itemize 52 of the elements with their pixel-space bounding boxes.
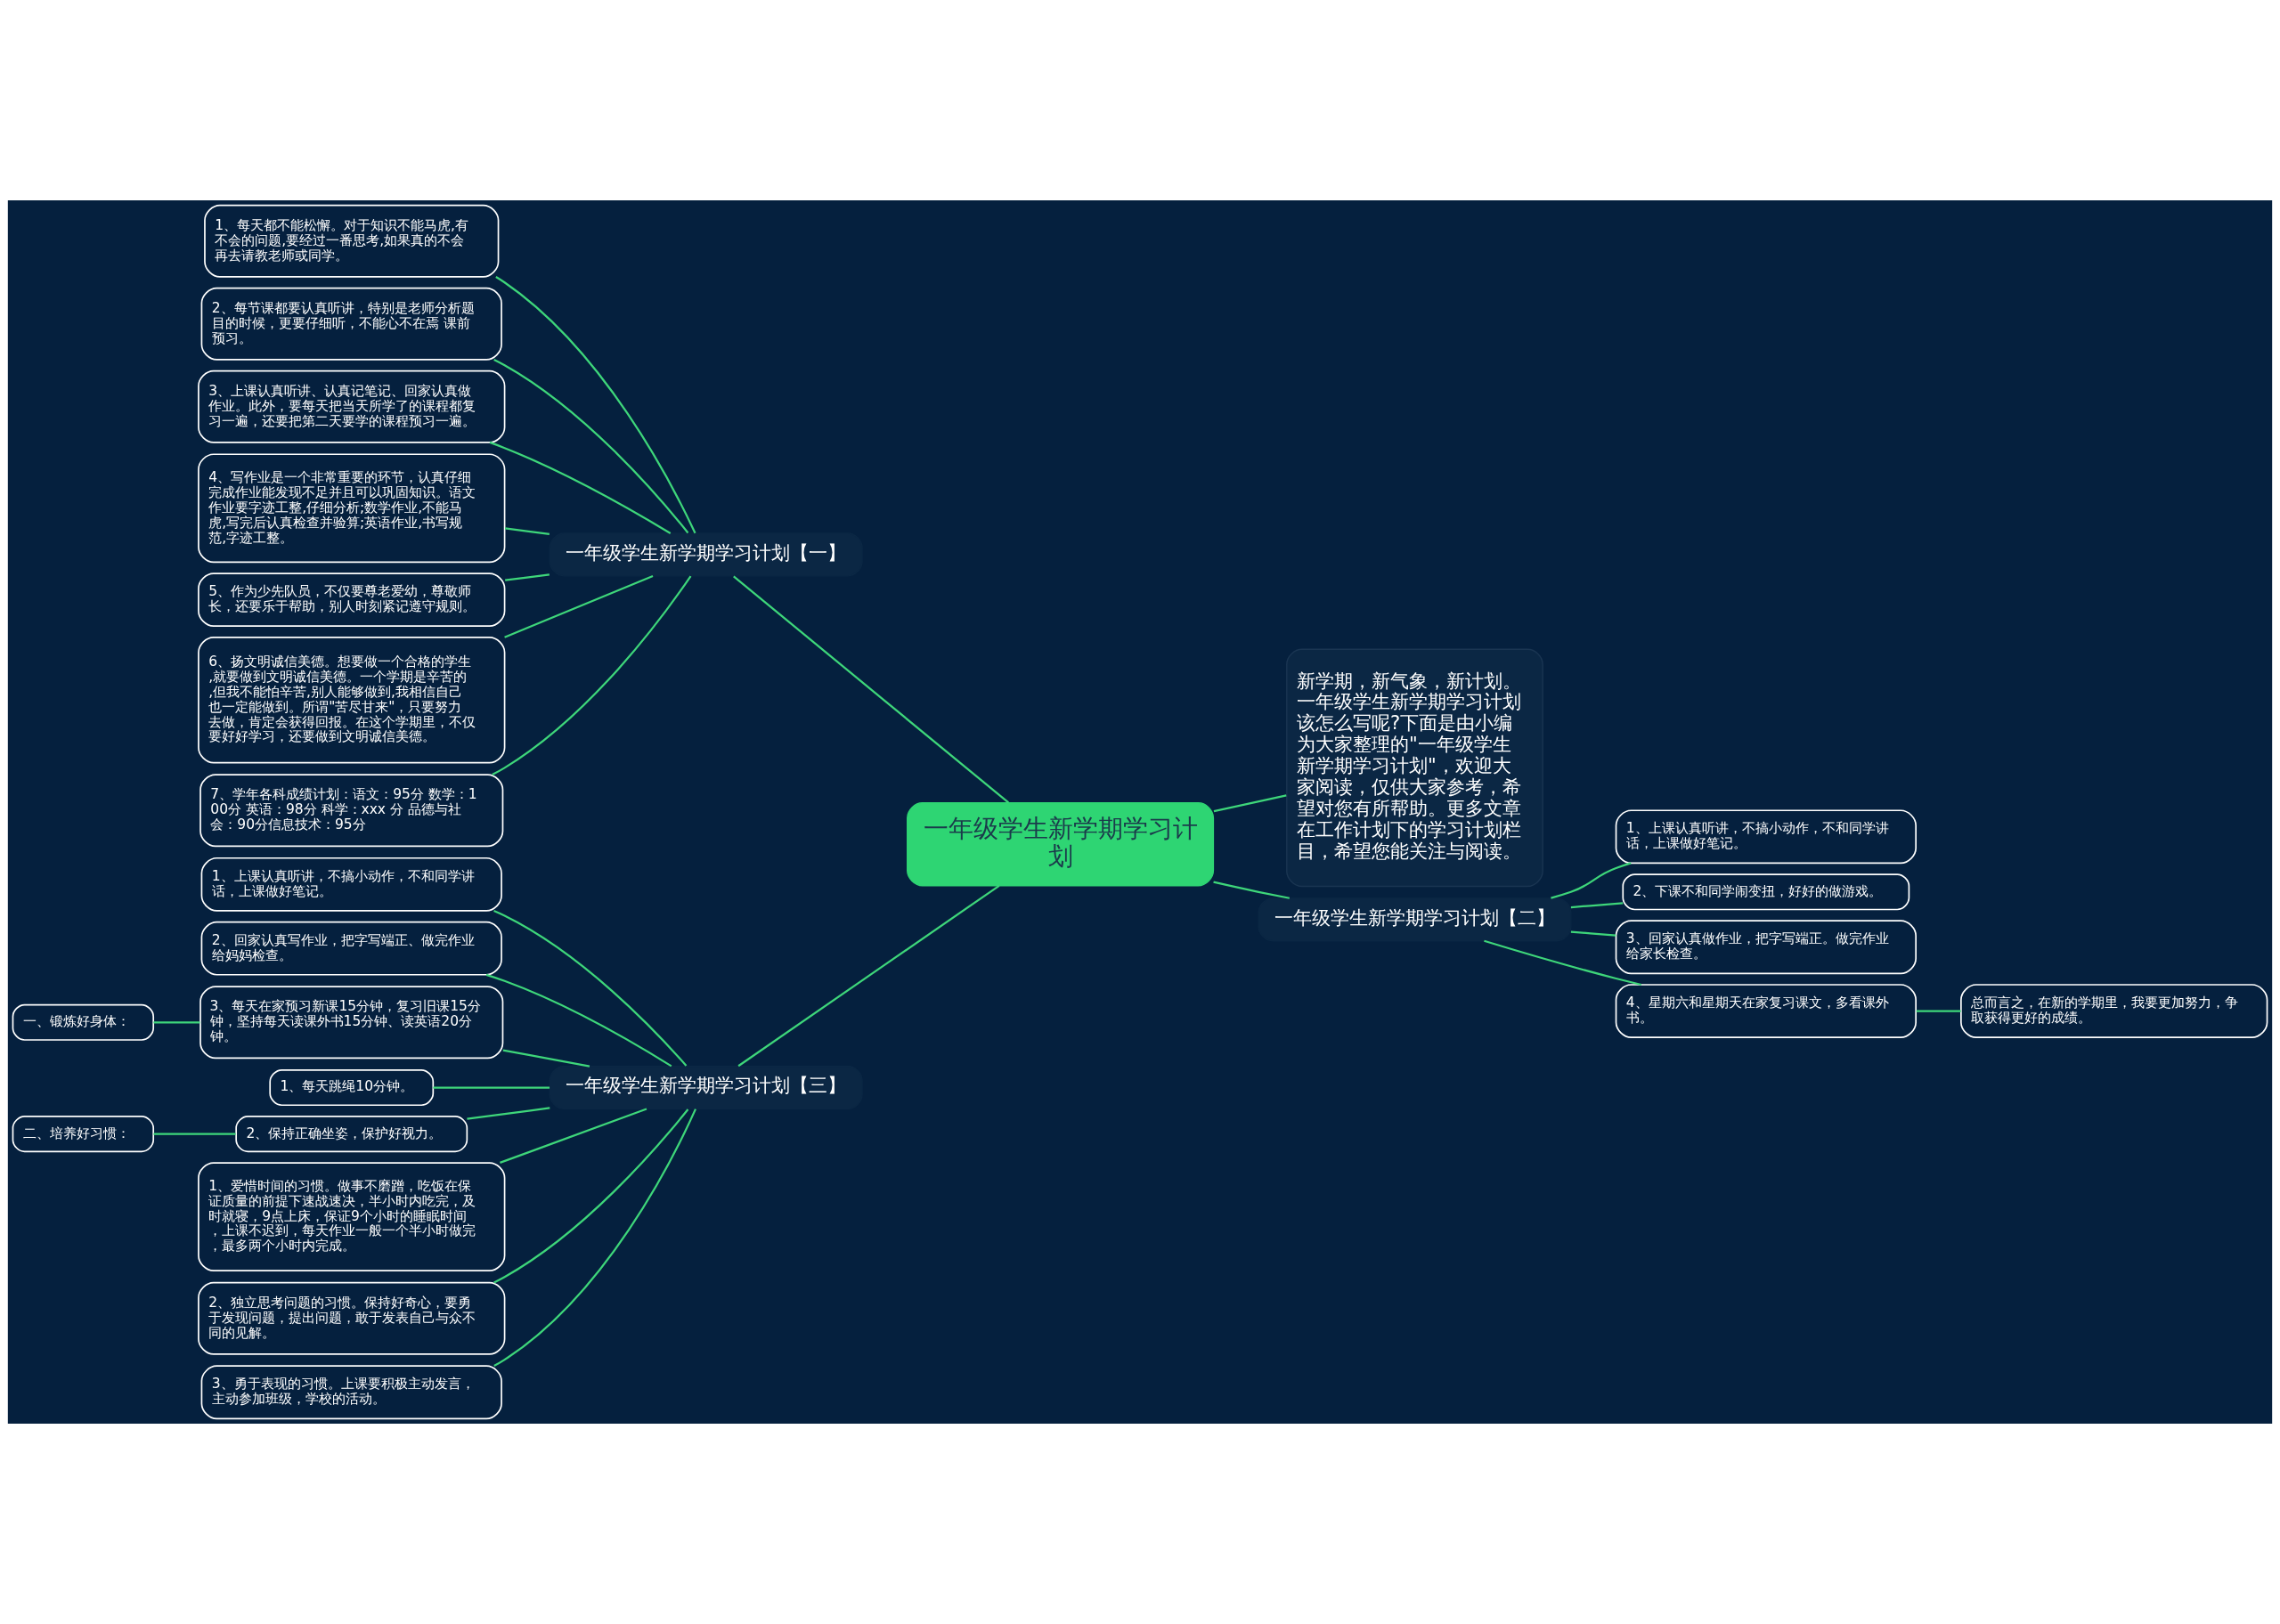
node-box: 2、独立思考问题的习惯。保持好奇心，要勇于发现问题，提出问题，敢于发表自己与众不同的见解。 xyxy=(198,1281,506,1355)
connector xyxy=(485,973,672,1068)
connector xyxy=(493,910,688,1067)
node-box: 3、每天在家预习新课15分钟，复习旧课15分钟，坚持每天读课外书15分钟、读英语20分钟。 xyxy=(200,986,504,1060)
connector xyxy=(505,573,550,581)
connector xyxy=(1570,902,1624,909)
connector xyxy=(153,1021,200,1024)
node-box: 总而言之，在新的学期里，我要更加努力，争取获得更好的成绩。 xyxy=(1960,984,2268,1039)
node-box: 新学期，新气象，新计划。一年级学生新学期学习计划该怎么写呢?下面是由小编为大家整理的"一年级学生新学期学习计划"，欢迎大家阅读，仅供大家参考，希望对您有所帮助。更多文章在工作计划下的学习计划栏目，希望您能关注与阅读。 xyxy=(1286,648,1543,888)
connector xyxy=(433,1086,550,1089)
node-box: 3、回家认真做作业，把字写端正。做完作业给家长检查。 xyxy=(1615,920,1917,975)
node-box: 1、上课认真听讲，不搞小动作，不和同学讲话，上课做好笔记。 xyxy=(200,857,502,912)
connector xyxy=(153,1133,236,1135)
connector xyxy=(467,1107,550,1120)
connector xyxy=(1213,881,1291,899)
node-box: 4、写作业是一个非常重要的环节，认真仔细完成作业能发现不足并且可以巩固知识。语文作业要字迹工整,仔细分析;数学作业,不能马虎,写完后认真检查并验算;英语作业,书写规范,字迹工整。 xyxy=(198,453,506,564)
node-box: 2、下课不和同学闹变扭，好好的做游戏。 xyxy=(1622,873,1910,911)
connector xyxy=(492,575,692,776)
node-box: 一年级学生新学期学习计划【一】 xyxy=(549,532,863,577)
connector xyxy=(504,574,654,638)
node-box: 一、锻炼好身体： xyxy=(12,1003,155,1041)
connector xyxy=(1551,862,1632,899)
node-box: 3、上课认真听讲、认真记笔记、回家认真做作业。此外，要每天把当天所学了的课程都复习一遍，还要把第二天要学的课程预习一遍。 xyxy=(198,369,506,443)
node-box: 2、保持正确坐姿，保护好视力。 xyxy=(235,1116,468,1153)
connector xyxy=(733,575,1009,804)
node-box: 2、回家认真写作业，把字写端正、做完作业给妈妈检查。 xyxy=(200,921,502,976)
node-box: 一年级学生新学期学习计划 xyxy=(907,802,1215,887)
connector xyxy=(489,441,672,534)
node-box: 6、扬文明诚信美德。想要做一个合格的学生,就要做到文明诚信美德。一个学期是辛苦的,但我不能怕辛苦,别人能够做到,我相信自己也一定能做到。所谓"苦尽甘来"，只要努力去做，肯定会获得回报。在这个学期里，不仅要好好学习，还要做到文明诚信美德。 xyxy=(198,637,506,764)
node-box: 4、星期六和星期天在家复习课文，多看课外书。 xyxy=(1615,984,1917,1039)
node-box: 1、上课认真听讲，不搞小动作，不和同学讲话，上课做好笔记。 xyxy=(1615,809,1917,865)
node-box: 3、勇于表现的习惯。上课要积极主动发言，主动参加班级，学校的活动。 xyxy=(200,1365,502,1420)
connector xyxy=(1213,794,1287,813)
node-box: 1、每天跳绳10分钟。 xyxy=(269,1068,435,1107)
connector xyxy=(502,1049,590,1068)
connector xyxy=(505,527,550,535)
connector xyxy=(493,358,689,534)
connector xyxy=(493,1108,696,1368)
node-box: 7、学年各科成绩计划：语文：95分 数学：100分 英语：98分 科学：xxx 分 品德与社会：90分信息技术：95分 xyxy=(200,774,504,848)
node-box: 5、作为少先队员，不仅要尊老爱幼，尊敬师长，还要乐于帮助，别人时刻紧记遵守规则。 xyxy=(198,572,506,628)
node-box: 1、爱惜时间的习惯。做事不磨蹭，吃饭在保证质量的前提下速战速决，半小时内吃完，及时就寝，9点上床，保证9个小时的睡眠时间，上课不迟到，每天作业一般一个半小时做完，最多两个小时内完成。 xyxy=(198,1162,506,1271)
connector xyxy=(737,884,1000,1068)
connector xyxy=(500,1108,647,1164)
node-box: 1、每天都不能松懈。对于知识不能马虎,有不会的问题,要经过一番思考,如果真的不会再去请教老师或同学。 xyxy=(204,204,500,278)
node-box: 一年级学生新学期学习计划【三】 xyxy=(549,1065,863,1110)
connector xyxy=(495,276,696,534)
node-box: 2、每节课都要认真听讲，特别是老师分析题目的时候，更要仔细听，不能心不在焉 课前预习。 xyxy=(200,287,502,361)
connector xyxy=(1916,1010,1961,1012)
connector xyxy=(493,1108,689,1284)
connector xyxy=(1570,930,1616,937)
node-box: 二、培养好习惯： xyxy=(12,1116,155,1153)
node-box: 一年级学生新学期学习计划【二】 xyxy=(1258,897,1572,942)
